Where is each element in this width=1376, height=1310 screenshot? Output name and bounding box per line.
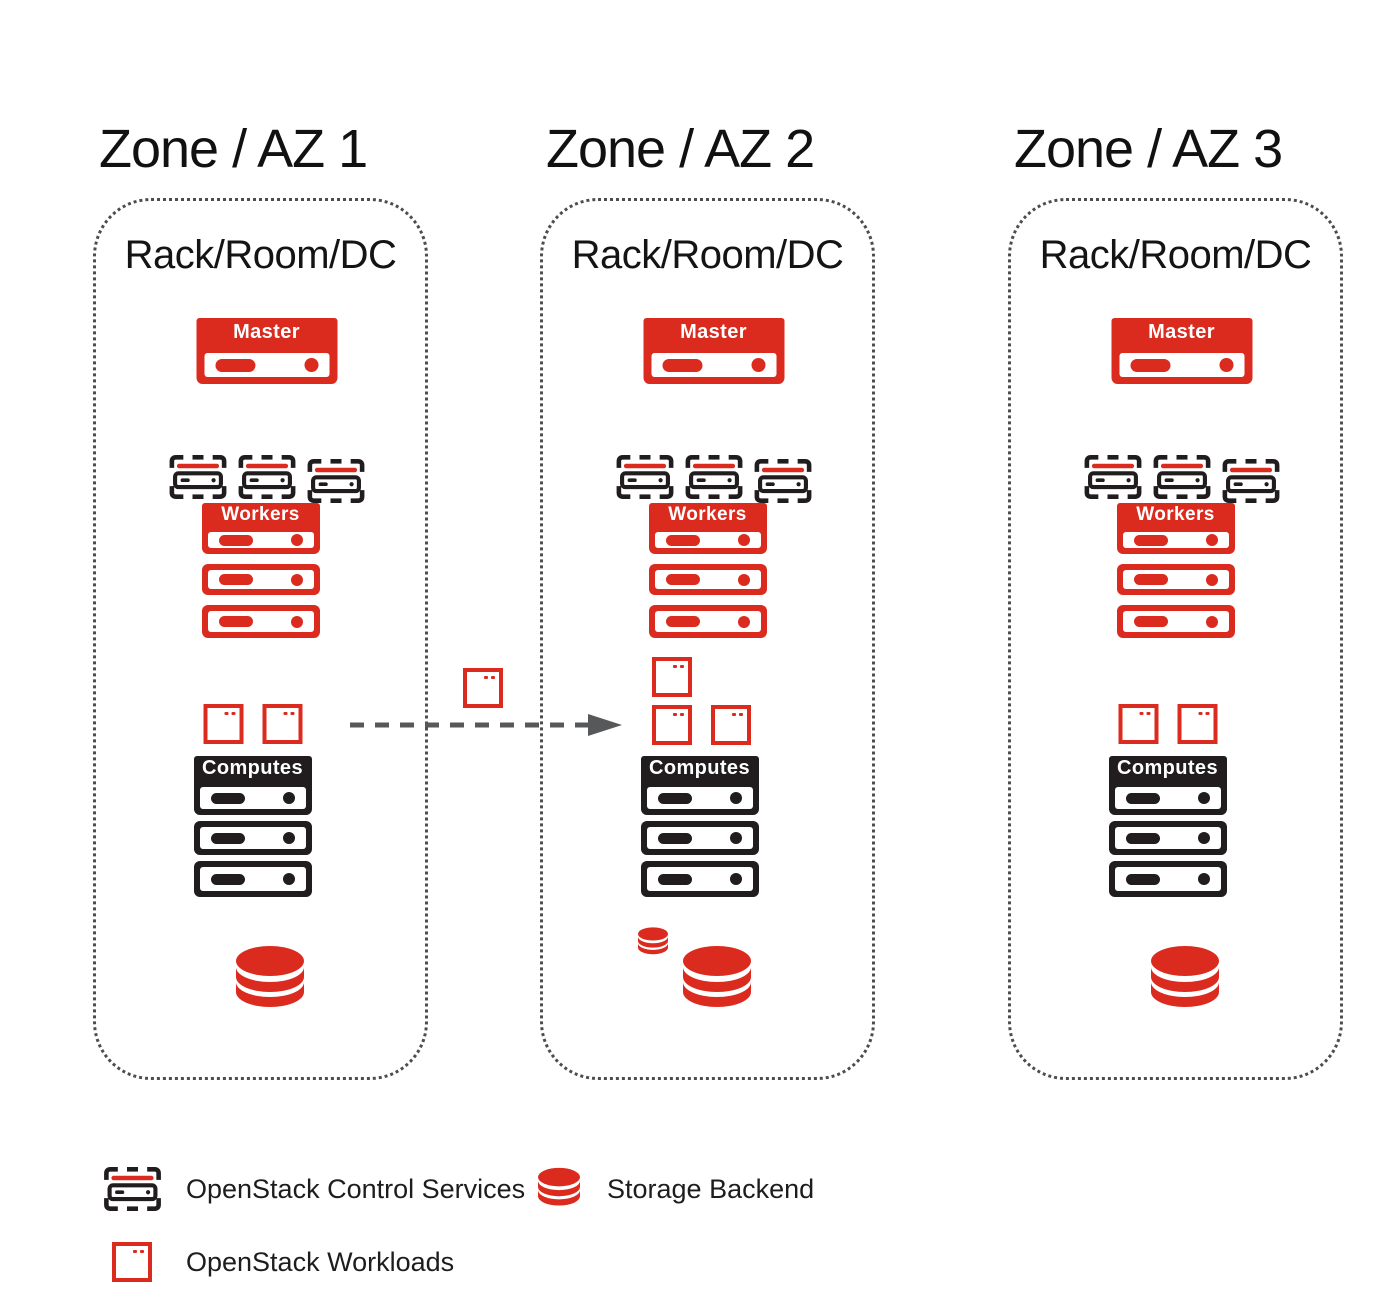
server-icon (1108, 821, 1227, 855)
server-icon (1116, 605, 1235, 638)
server-icon (201, 605, 320, 638)
openstack-control-services-icon (1084, 455, 1141, 499)
computes-stack: Computes (193, 756, 312, 897)
master-banner: Master (643, 318, 784, 346)
server-icon (643, 346, 784, 384)
openstack-control-services-icon (169, 455, 226, 499)
storage-backend-icon (236, 941, 304, 1013)
server-icon (193, 781, 312, 815)
server-icon (640, 821, 759, 855)
zone-container: Rack/Room/DC Master Workers (93, 198, 428, 1080)
computes-banner: Computes (640, 756, 759, 781)
openstack-workload-icon (711, 705, 751, 745)
master-node: Master (196, 318, 337, 384)
zone-az2: Zone / AZ 2 Rack/Room/DC Master Workers (540, 119, 875, 1080)
openstack-control-services-icon (616, 455, 673, 499)
zone-title: Zone / AZ 2 (546, 119, 815, 179)
openstack-workload-icon (112, 1242, 152, 1282)
server-icon (648, 564, 767, 595)
computes-stack: Computes (1108, 756, 1227, 897)
server-icon (640, 781, 759, 815)
control-services-row (616, 455, 811, 503)
openstack-workload-icon (262, 704, 302, 744)
workers-stack: Workers (1116, 503, 1235, 638)
server-icon (648, 526, 767, 554)
workers-banner: Workers (648, 503, 767, 526)
openstack-workload-icon (1177, 704, 1217, 744)
master-banner: Master (196, 318, 337, 346)
server-icon (193, 861, 312, 897)
openstack-control-services-icon (104, 1167, 161, 1211)
workers-stack: Workers (648, 503, 767, 638)
storage-backend-icon (538, 1163, 580, 1211)
rack-label: Rack/Room/DC (124, 233, 397, 277)
openstack-workload-migrating-icon (463, 668, 503, 708)
computes-banner: Computes (193, 756, 312, 781)
workloads-row (1118, 704, 1217, 744)
workers-stack: Workers (201, 503, 320, 638)
server-slot (215, 358, 255, 372)
master-banner: Master (1111, 318, 1252, 346)
openstack-workload-icon (1118, 704, 1158, 744)
zone-container: Rack/Room/DC Master Workers (1008, 198, 1343, 1080)
server-icon (201, 526, 320, 554)
zone-container: Rack/Room/DC Master Workers (540, 198, 875, 1080)
storage-backend-small-icon (638, 925, 668, 957)
openstack-control-services-icon (754, 459, 811, 503)
zone-title: Zone / AZ 1 (99, 119, 368, 179)
workers-banner: Workers (1116, 503, 1235, 526)
server-led (304, 358, 318, 372)
computes-banner: Computes (1108, 756, 1227, 781)
dashed-right-arrow-icon (350, 714, 622, 736)
openstack-control-services-icon (1222, 459, 1279, 503)
openstack-workload-icon (652, 705, 692, 745)
server-icon (1111, 346, 1252, 384)
storage-backend-icon (683, 941, 751, 1013)
server-icon (648, 605, 767, 638)
storage-backend-icon (1151, 941, 1219, 1013)
zone-az1: Zone / AZ 1 Rack/Room/DC Master Workers (93, 119, 428, 1080)
openstack-control-services-icon (238, 455, 295, 499)
legend-label-workloads: OpenStack Workloads (186, 1247, 455, 1277)
workers-banner: Workers (201, 503, 320, 526)
server-icon (1116, 526, 1235, 554)
openstack-control-services-icon (685, 455, 742, 499)
openstack-control-services-icon (1153, 455, 1210, 499)
server-icon (201, 564, 320, 595)
openstack-workload-icon-migrated (652, 657, 692, 697)
openstack-workload-icon (203, 704, 243, 744)
openstack-control-services-icon (307, 459, 364, 503)
server-icon (196, 346, 337, 384)
master-node: Master (1111, 318, 1252, 384)
server-icon (193, 821, 312, 855)
control-services-row (169, 455, 364, 503)
workloads-row (203, 704, 302, 744)
server-icon (1108, 781, 1227, 815)
server-icon (1116, 564, 1235, 595)
rack-label: Rack/Room/DC (1039, 233, 1312, 277)
master-node: Master (643, 318, 784, 384)
legend-label-storage-backend: Storage Backend (607, 1174, 815, 1204)
control-services-row (1084, 455, 1279, 503)
legend-label-control-services: OpenStack Control Services (186, 1174, 526, 1204)
server-icon (1108, 861, 1227, 897)
computes-stack: Computes (640, 756, 759, 897)
rack-label: Rack/Room/DC (571, 233, 844, 277)
server-icon (640, 861, 759, 897)
zone-title: Zone / AZ 3 (1014, 119, 1283, 179)
zone-az3: Zone / AZ 3 Rack/Room/DC Master Workers (1008, 119, 1343, 1080)
